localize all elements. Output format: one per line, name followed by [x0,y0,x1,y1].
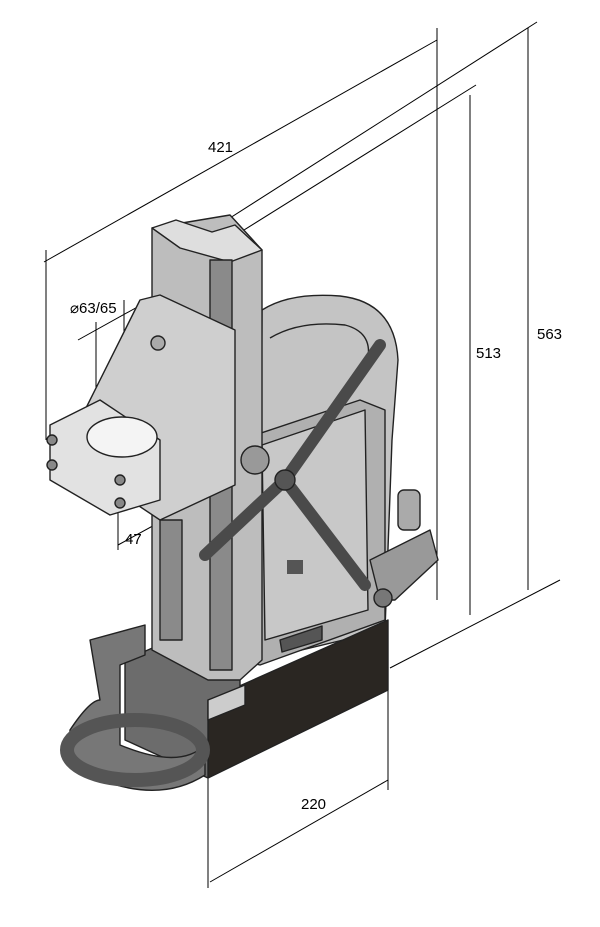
logo-plate [287,560,303,574]
dimension-base-width: 220 [301,796,326,813]
feed-handles [199,339,386,591]
dimension-collar-offset: 47 [125,531,142,548]
stand-body [46,214,439,791]
label-plate [279,625,323,653]
dimension-height-column: 513 [476,345,501,362]
dimension-collar-diameter: ⌀63/65 [70,300,117,317]
dimension-width-total: 421 [208,139,233,156]
carry-handle [69,624,206,791]
dimension-height-total: 563 [537,326,562,343]
